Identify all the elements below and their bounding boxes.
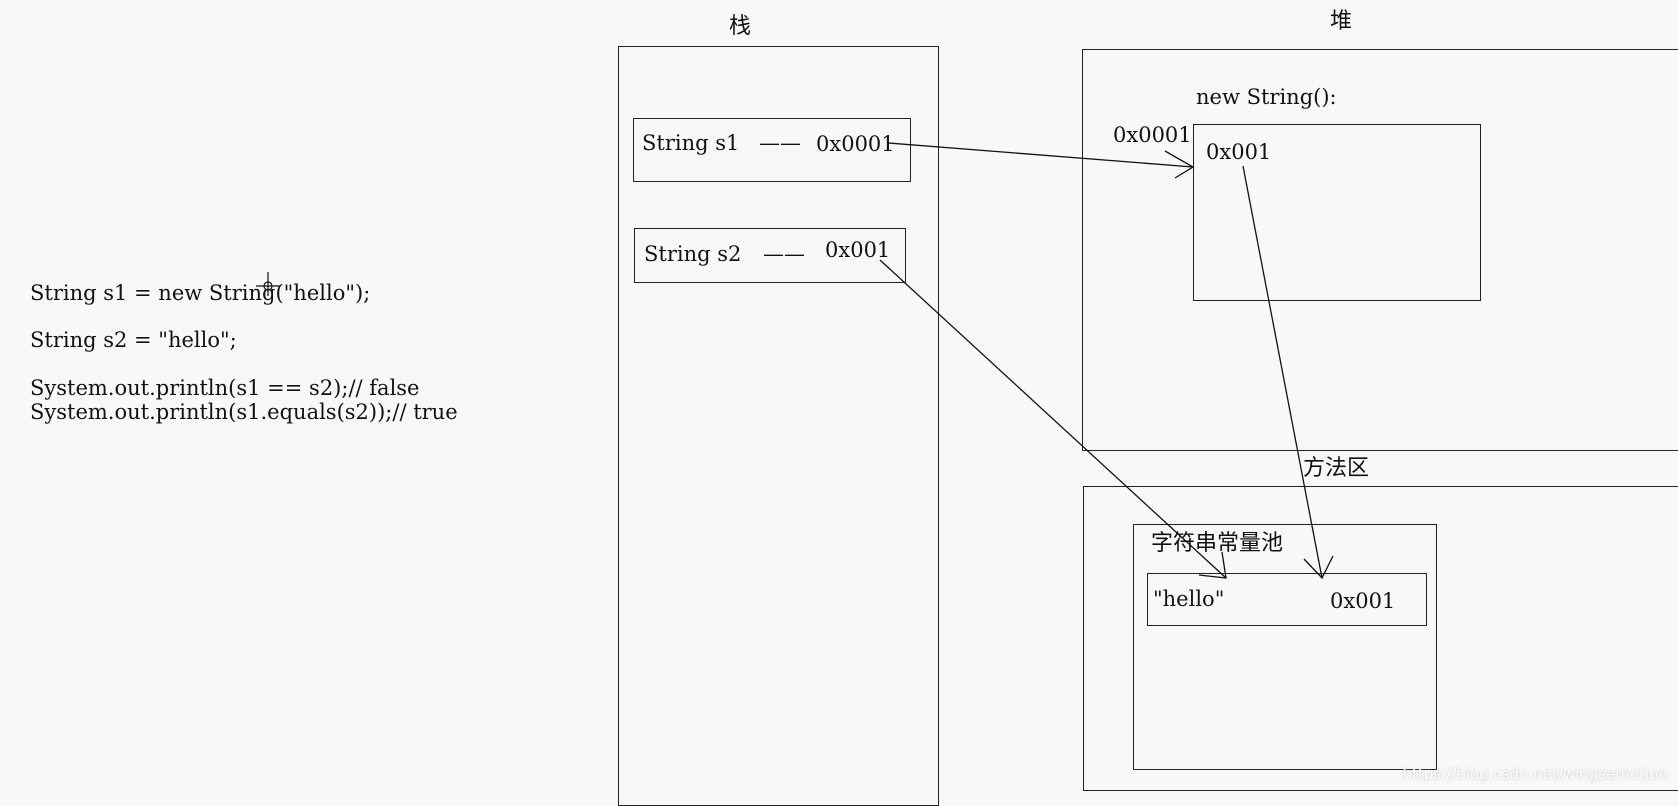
watermark: https://blog.csdn.net/wingsemotion — [1402, 765, 1668, 783]
code-line-s1: String s1 = new String("hello"); — [30, 281, 371, 305]
stack-s1-value: 0x0001 — [816, 132, 895, 156]
stack-s1-connector: —— — [759, 131, 801, 155]
code-line-compare-eq: System.out.println(s1 == s2);// false — [30, 376, 420, 400]
pool-address: 0x001 — [1330, 589, 1396, 613]
code-line-s2: String s2 = "hello"; — [30, 328, 237, 352]
stack-s1-name: String s1 — [642, 131, 740, 155]
heap-string-object — [1193, 124, 1481, 301]
stack-frame-s2 — [634, 228, 906, 283]
code-line-compare-equals: System.out.println(s1.equals(s2));// tru… — [30, 400, 458, 424]
stack-title: 栈 — [729, 14, 752, 39]
heap-region — [1082, 49, 1678, 451]
heap-title: 堆 — [1330, 9, 1353, 34]
stack-s2-value: 0x001 — [825, 238, 891, 262]
heap-object-value: 0x001 — [1206, 140, 1272, 164]
stack-s2-name: String s2 — [644, 242, 742, 266]
method-area-title: 方法区 — [1303, 456, 1370, 481]
heap-object-label: new String(): — [1196, 85, 1337, 109]
string-pool-title: 字符串常量池 — [1151, 531, 1284, 556]
pool-literal: "hello" — [1153, 587, 1225, 611]
string-pool-region — [1133, 524, 1437, 770]
heap-object-address: 0x0001 — [1113, 123, 1192, 147]
stack-s2-connector: —— — [763, 242, 805, 266]
